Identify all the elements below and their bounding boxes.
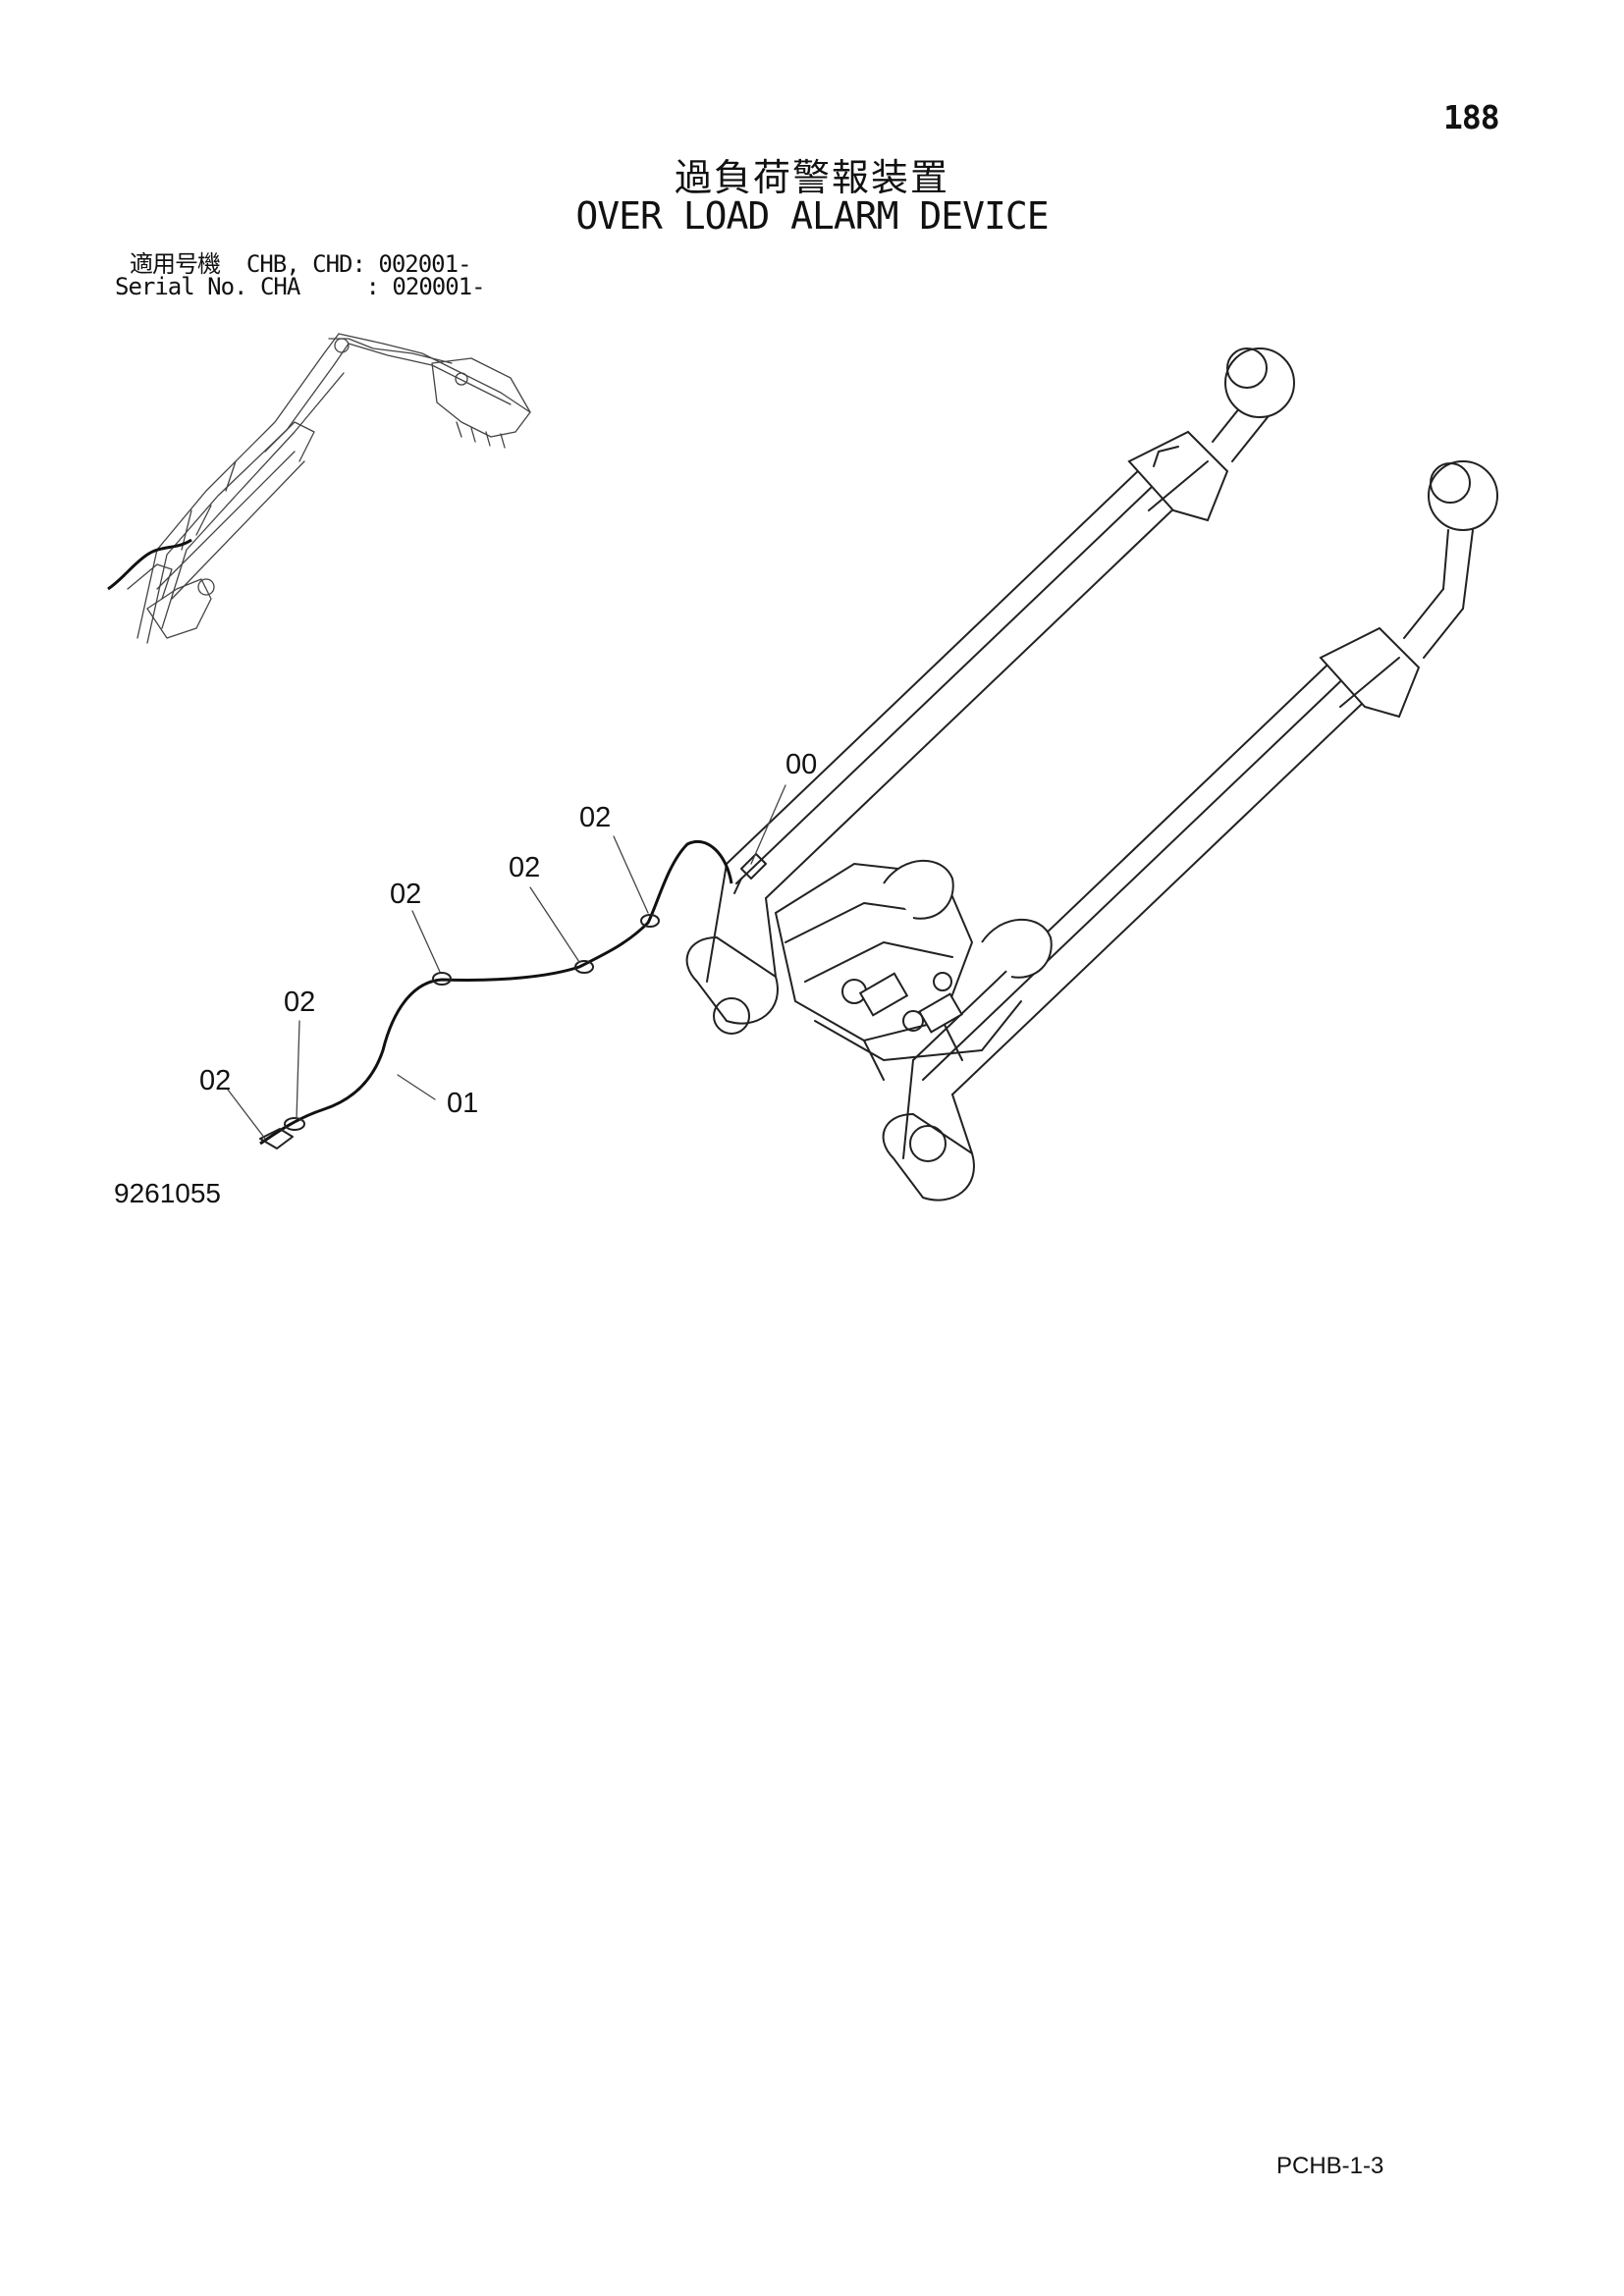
callout-00: 00 <box>785 749 817 780</box>
callout-02-a: 02 <box>579 802 611 833</box>
serial-number-line: Serial No. CHA : 020001- <box>115 273 486 300</box>
leader-00 <box>750 784 786 865</box>
callout-01: 01 <box>447 1088 478 1119</box>
callout-02-d: 02 <box>284 987 315 1018</box>
page-title-japanese: 過負荷警報装置 <box>674 156 949 199</box>
valve-assembly <box>774 859 1053 1081</box>
page-title-english: OVER LOAD ALARM DEVICE <box>575 194 1049 238</box>
serial-applicability-line: 適用号機 CHB, CHD: 002001- <box>130 250 472 278</box>
page-code: PCHB-1-3 <box>1276 2153 1384 2179</box>
alarm-sensor-connector <box>733 853 767 894</box>
callout-02-b: 02 <box>509 852 540 883</box>
page-number: 188 <box>1443 98 1500 136</box>
excavator-overview-thumbnail <box>107 333 531 644</box>
callout-02-e: 02 <box>199 1065 231 1096</box>
wire-harness <box>259 839 733 1149</box>
leader-02-c <box>411 910 441 973</box>
leader-02-a <box>613 835 649 914</box>
leader-02-d <box>296 1020 300 1120</box>
callout-02-c: 02 <box>390 879 421 910</box>
leader-02-e <box>227 1089 266 1140</box>
figure-number: 9261055 <box>114 1178 222 1208</box>
hydraulic-cylinder-left <box>685 347 1295 1035</box>
leader-02-b <box>529 886 580 963</box>
leader-01 <box>397 1074 436 1100</box>
hydraulic-cylinder-right <box>882 460 1498 1201</box>
